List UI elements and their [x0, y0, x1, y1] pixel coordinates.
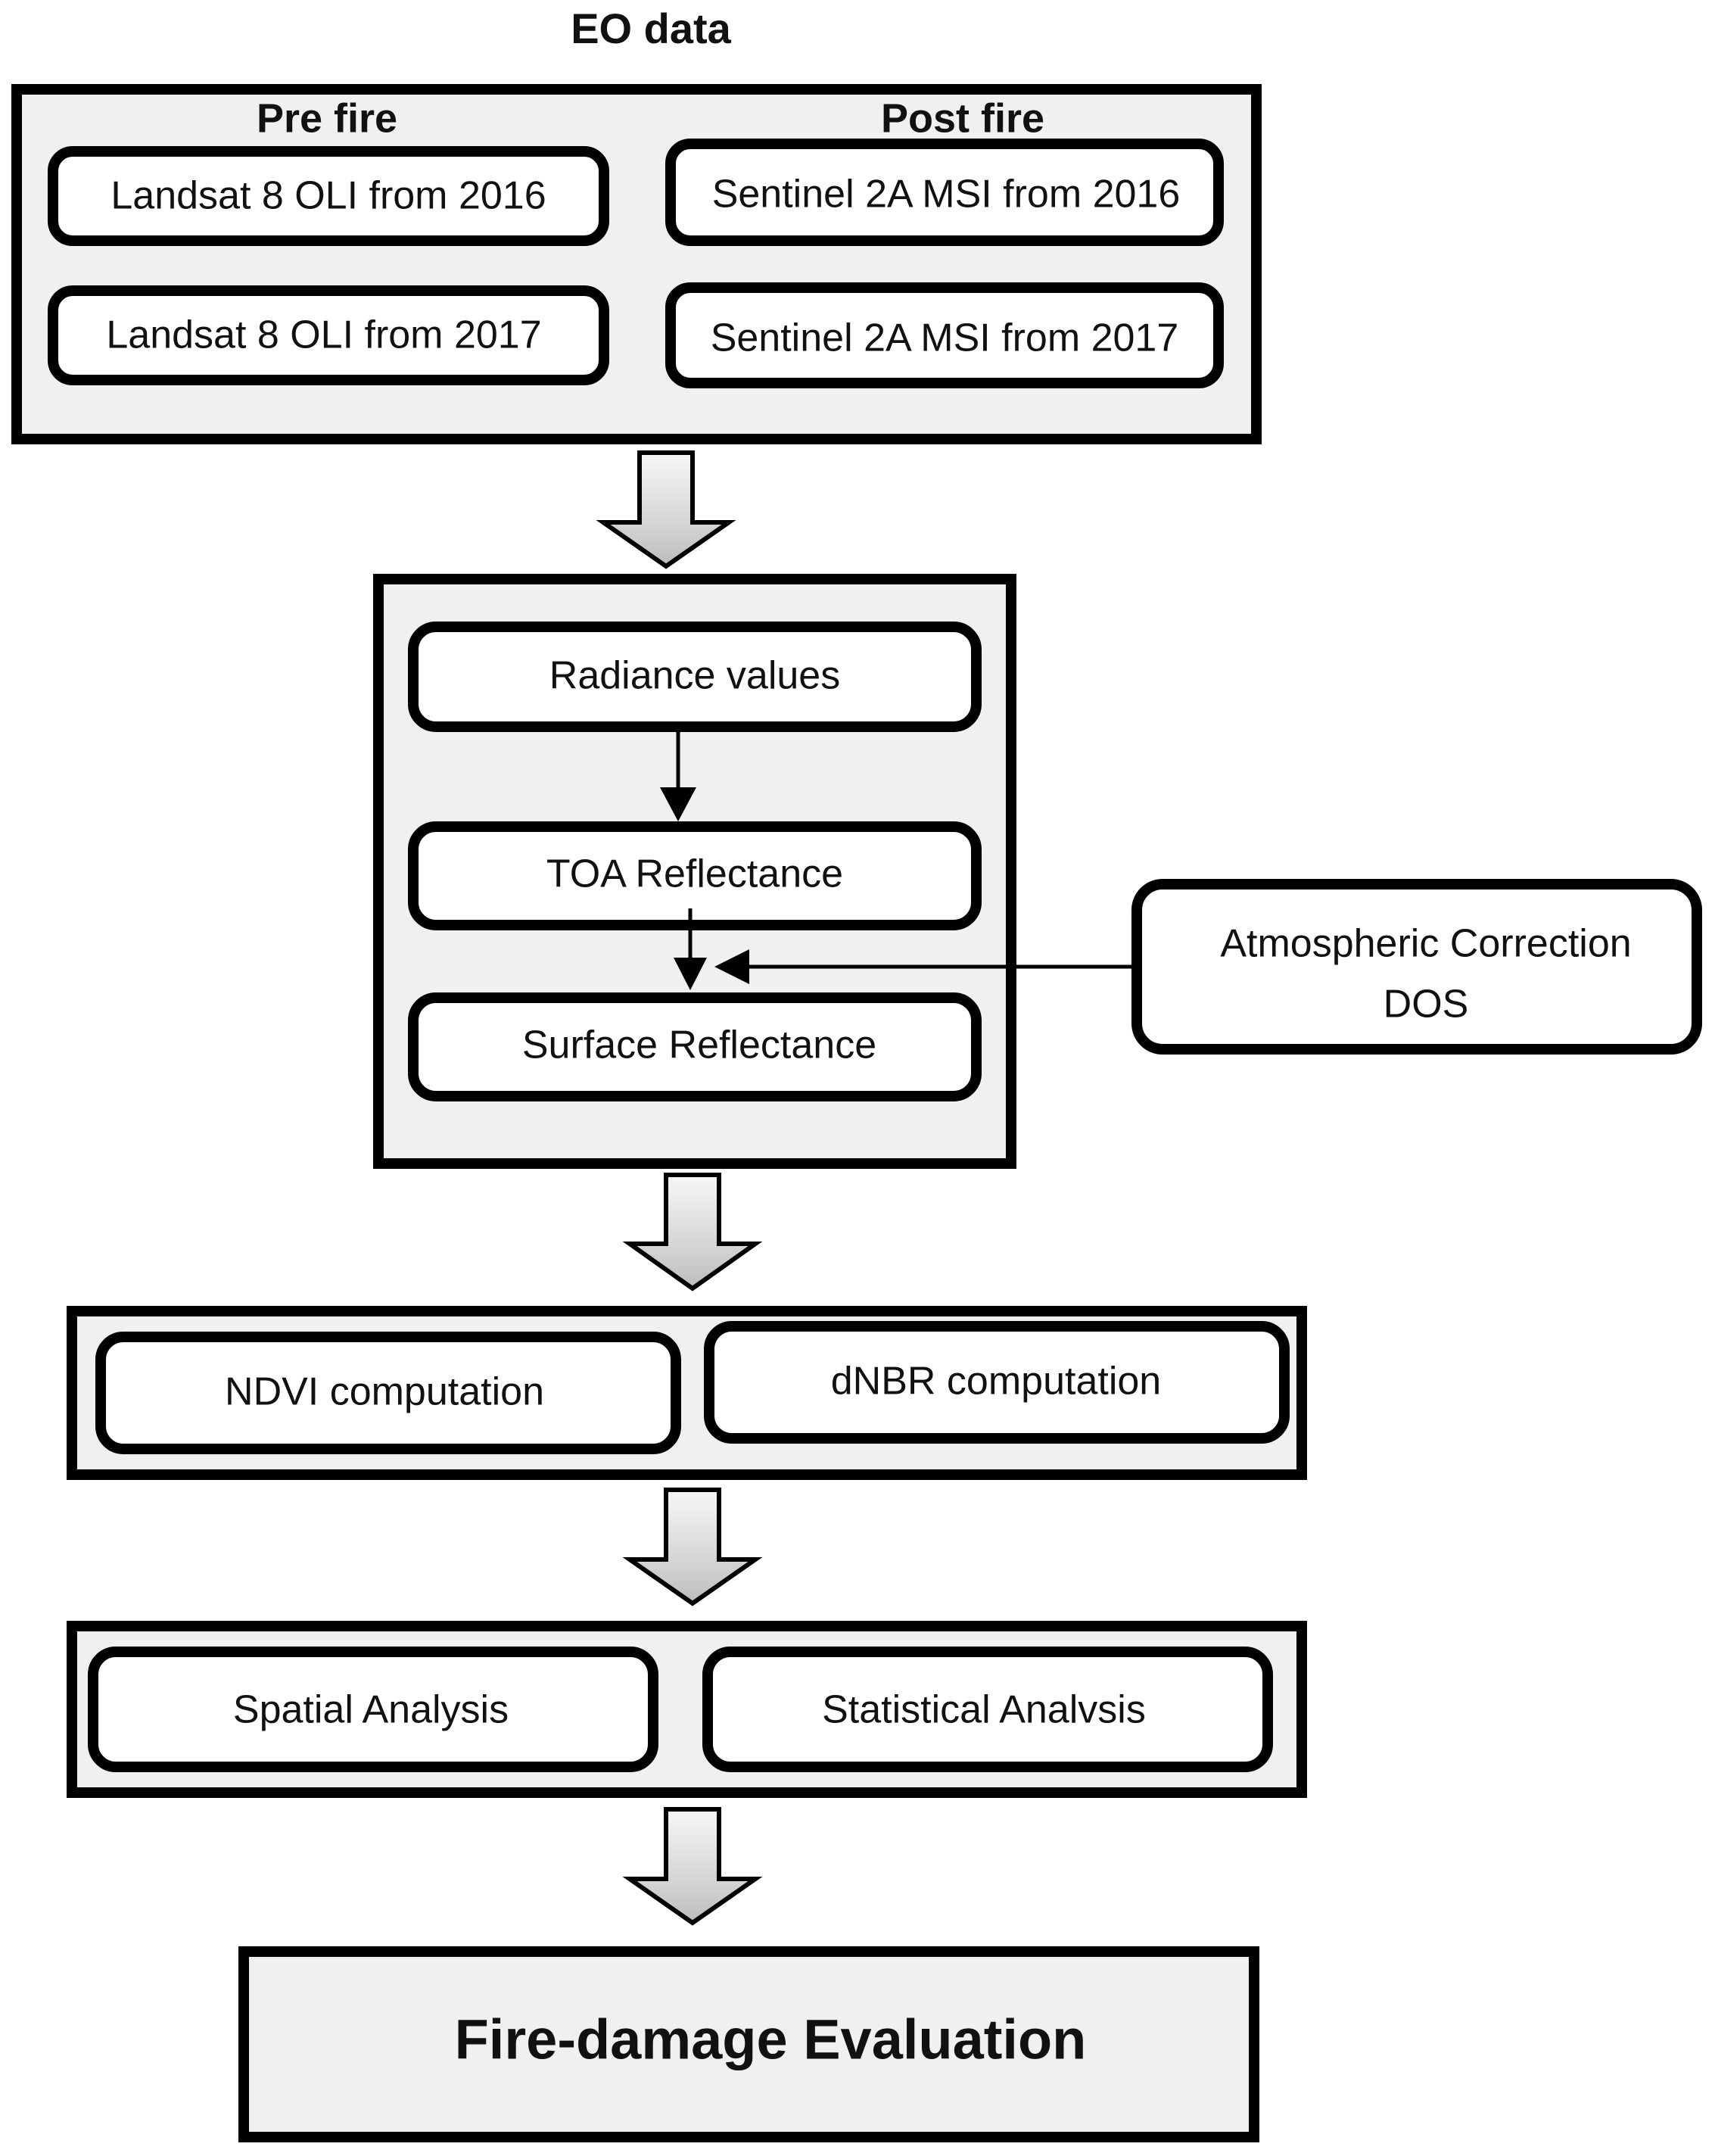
- node-toa-reflectance-border: [408, 821, 982, 930]
- node-sentinel-2a-msi-2016-label: Sentinel 2A MSI from 2016: [712, 173, 1181, 217]
- node-radiance-values-border: [408, 622, 982, 732]
- node-ndvi-computation-border: [95, 1332, 681, 1454]
- node-statistical-analysis[interactable]: Statistical Analvsis: [702, 1647, 1273, 1772]
- node-sentinel-2a-msi-2016[interactable]: Sentinel 2A MSI from 2016: [665, 139, 1224, 246]
- node-landsat-8-oli-2017[interactable]: Landsat 8 OLI from 2017: [48, 285, 609, 385]
- node-ndvi-computation[interactable]: NDVI computation: [95, 1332, 681, 1454]
- node-landsat-8-oli-2016-label: Landsat 8 OLI from 2016: [110, 174, 546, 218]
- connector-radiance-to-toa-arrowhead: [660, 787, 696, 821]
- node-spatial-analysis-label: Spatial Analysis: [233, 1688, 509, 1732]
- computation-panel-border: [67, 1306, 1307, 1480]
- node-landsat-8-oli-2016-background: [53, 151, 604, 241]
- node-statistical-analysis-background: [708, 1652, 1268, 1767]
- node-landsat-8-oli-2017-background: [53, 291, 604, 380]
- node-spatial-analysis[interactable]: Spatial Analysis: [88, 1647, 658, 1772]
- node-toa-reflectance-background: [413, 827, 976, 925]
- node-atmospheric-correction-dos-border: [1131, 879, 1702, 1055]
- node-toa-reflectance-label: TOA Reflectance: [546, 852, 843, 896]
- node-fire-damage-evaluation-border: [238, 1946, 1259, 2142]
- node-fire-damage-evaluation-background: [244, 1952, 1254, 2137]
- eo-column-header-post-fire: Post fire: [881, 95, 1044, 141]
- node-spatial-analysis-border: [88, 1647, 658, 1772]
- node-atmospheric-correction-dos-background: [1137, 884, 1697, 1049]
- node-fire-damage-evaluation-label: Fire-damage Evaluation: [455, 2008, 1087, 2071]
- preprocessing-panel: Radiance values TOA Reflectance: [373, 574, 1016, 1169]
- block-arrow-computation-to-analysis: [622, 1488, 763, 1606]
- node-sentinel-2a-msi-2017-background: [671, 288, 1219, 383]
- preprocessing-panel-border: [373, 574, 1016, 1169]
- node-landsat-8-oli-2016-border: [48, 146, 609, 246]
- connector-toa-to-surface-arrowhead: [674, 958, 707, 990]
- eo-data-title: EO data: [571, 5, 731, 52]
- connector-atmospheric-correction-arrowhead: [714, 949, 749, 984]
- node-atmospheric-correction-dos-line2: DOS: [1384, 983, 1469, 1027]
- eo-column-header-pre-fire: Pre fire: [257, 95, 397, 141]
- node-surface-reflectance-background: [413, 998, 976, 1096]
- block-arrow-preprocessing-to-computation: [622, 1173, 763, 1291]
- connector-atmospheric-correction: [714, 949, 1137, 984]
- block-arrow-analysis-to-result: [622, 1807, 763, 1926]
- node-statistical-analysis-border: [702, 1647, 1273, 1772]
- node-ndvi-computation-label: NDVI computation: [225, 1370, 544, 1414]
- node-sentinel-2a-msi-2017-border: [665, 282, 1224, 388]
- node-radiance-values-background: [413, 627, 976, 727]
- node-landsat-8-oli-2017-border: [48, 285, 609, 385]
- node-radiance-values-label: Radiance values: [549, 654, 840, 698]
- block-arrow-eo-to-preprocessing: [596, 450, 736, 569]
- node-atmospheric-correction-dos[interactable]: Atmospheric Correction DOS: [1131, 879, 1702, 1055]
- node-dnbr-computation[interactable]: dNBR computation: [704, 1321, 1290, 1444]
- connector-toa-to-surface: [674, 908, 707, 990]
- eo-data-panel-border: [11, 84, 1262, 444]
- node-surface-reflectance-border: [408, 992, 982, 1101]
- node-sentinel-2a-msi-2016-background: [671, 144, 1219, 241]
- analysis-panel: Spatial Analysis Statistical Analvsis: [67, 1621, 1307, 1798]
- computation-panel: NDVI computation dNBR computation: [67, 1306, 1307, 1480]
- node-surface-reflectance-label: Surface Reflectance: [522, 1023, 876, 1067]
- node-atmospheric-correction-dos-line1: Atmospheric Correction: [1220, 922, 1631, 966]
- node-dnbr-computation-border: [704, 1321, 1290, 1444]
- node-sentinel-2a-msi-2017-label: Sentinel 2A MSI from 2017: [711, 316, 1179, 360]
- analysis-panel-border: [67, 1621, 1307, 1798]
- connector-radiance-to-toa: [660, 728, 696, 821]
- node-dnbr-computation-label: dNBR computation: [831, 1360, 1161, 1404]
- node-sentinel-2a-msi-2016-border: [665, 139, 1224, 246]
- node-ndvi-computation-background: [101, 1337, 676, 1449]
- node-statistical-analysis-label: Statistical Analvsis: [822, 1688, 1146, 1732]
- node-toa-reflectance[interactable]: TOA Reflectance: [408, 821, 982, 930]
- node-radiance-values[interactable]: Radiance values: [408, 622, 982, 732]
- node-spatial-analysis-background: [93, 1652, 653, 1767]
- node-dnbr-computation-background: [709, 1326, 1284, 1438]
- node-surface-reflectance[interactable]: Surface Reflectance: [408, 992, 982, 1101]
- node-fire-damage-evaluation[interactable]: Fire-damage Evaluation: [238, 1946, 1259, 2142]
- node-landsat-8-oli-2016[interactable]: Landsat 8 OLI from 2016: [48, 146, 609, 246]
- eo-data-panel: Pre fire Post fire Landsat 8 OLI from 20…: [11, 84, 1262, 444]
- node-sentinel-2a-msi-2017[interactable]: Sentinel 2A MSI from 2017: [665, 282, 1224, 388]
- node-landsat-8-oli-2017-label: Landsat 8 OLI from 2017: [106, 313, 541, 357]
